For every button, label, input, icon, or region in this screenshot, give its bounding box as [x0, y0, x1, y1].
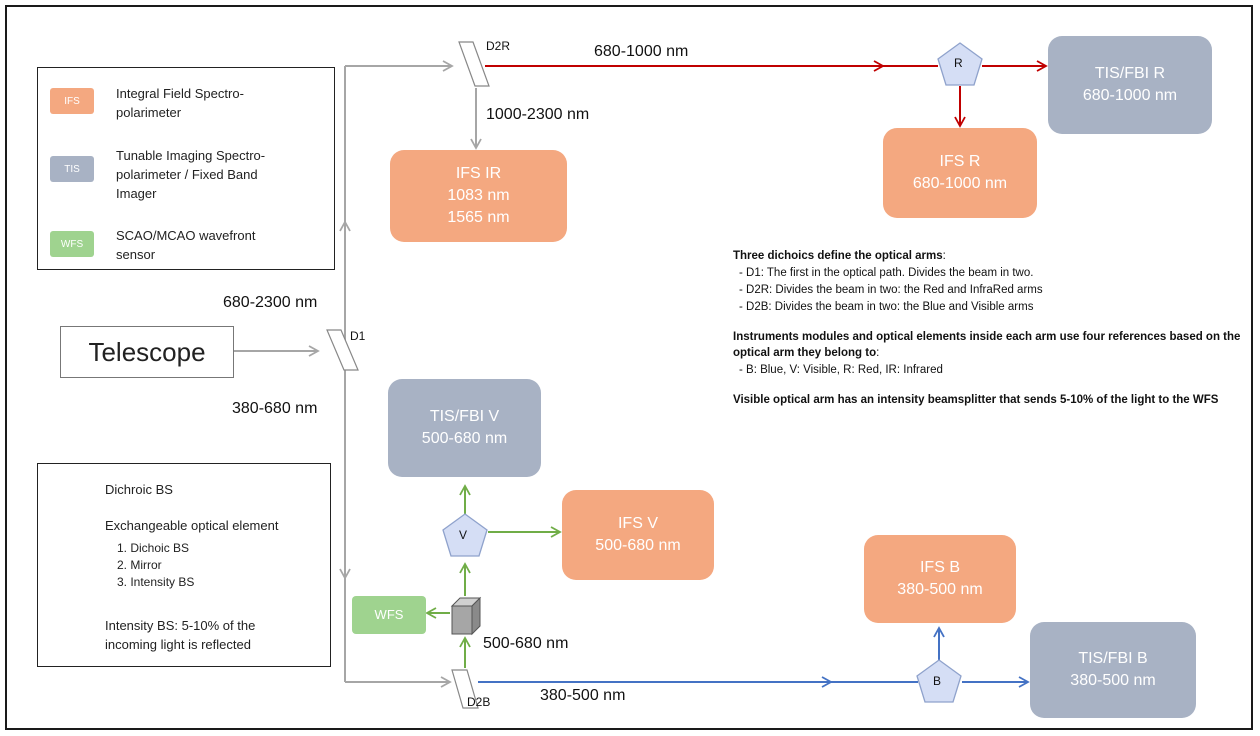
tis-r-name: TIS/FBI R	[1094, 65, 1166, 82]
legend-intensity-line2: incoming light is reflected	[105, 637, 251, 652]
ifs-ir-line1: 1083 nm	[447, 187, 510, 204]
legend-tis-line2: polarimeter / Fixed Band	[116, 167, 258, 182]
notes-item-d2b: - D2B: Divides the beam in two: the Blue…	[739, 301, 1034, 313]
red-beams	[485, 60, 1048, 128]
tis-v-box: TIS/FBI V 500-680 nm	[388, 379, 541, 477]
wfs-box: WFS	[352, 596, 426, 634]
d1-label: D1	[350, 329, 366, 343]
notes-item-d1: - D1: The first in the optical path. Div…	[739, 267, 1034, 279]
notes-item-d2r: - D2R: Divides the beam in two: the Red …	[739, 284, 1043, 296]
notes-item-refs: - B: Blue, V: Visible, R: Red, IR: Infra…	[739, 364, 943, 376]
legend-dichroic-text: Dichroic BS	[105, 482, 173, 497]
legend-option-1: 1. Dichoic BS	[117, 541, 190, 555]
notes-heading-1: Three dichoics define the optical arms	[733, 250, 943, 262]
dichroic-d2r	[458, 41, 490, 87]
notes-heading-2-suffix: :	[876, 347, 880, 359]
ifs-v-name: IFS V	[617, 515, 658, 532]
element-r-shape	[937, 42, 983, 86]
tis-r-range: 680-1000 nm	[1082, 87, 1178, 104]
ifs-b-box: IFS B 380-500 nm	[864, 535, 1016, 623]
legend-tis-text: Tunable Imaging Spectro- polarimeter / F…	[116, 146, 265, 203]
legend-options: 1. Dichoic BS 2. Mirror 3. Intensity BS	[117, 540, 194, 591]
diagram-frame	[5, 5, 1253, 730]
element-v-shape	[442, 513, 488, 557]
legend-ifs-line1: Integral Field Spectro-	[116, 86, 244, 101]
ifs-ir-line2: 1565 nm	[447, 209, 510, 226]
beam-label-680-2300: 680-2300 nm	[223, 294, 318, 311]
element-r-label: R	[954, 56, 963, 70]
legend-intensity-line1: Intensity BS: 5-10% of the	[105, 618, 256, 633]
ifs-v-range: 500-680 nm	[595, 537, 681, 554]
legend-elements	[37, 463, 331, 667]
ifs-b-range: 380-500 nm	[897, 581, 983, 598]
notes-heading-2: Instruments modules and optical elements…	[733, 331, 1241, 359]
tis-r-box: TIS/FBI R 680-1000 nm	[1048, 36, 1212, 134]
tis-v-name: TIS/FBI V	[429, 408, 500, 425]
legend-exchangeable-text: Exchangeable optical element	[105, 518, 279, 533]
legend-ifs-line2: polarimeter	[116, 105, 182, 120]
grey-beams	[232, 60, 482, 688]
ifs-b-name: IFS B	[919, 559, 960, 576]
ifs-r-range: 680-1000 nm	[912, 175, 1008, 192]
legend-wfs-line2: sensor	[116, 247, 156, 262]
d2b-label: D2B	[467, 695, 491, 709]
beam-label-visible: 500-680 nm	[483, 635, 569, 652]
intensity-bs-cube	[450, 596, 482, 636]
dichroic-d2b	[451, 669, 479, 709]
ifs-ir-name: IFS IR	[455, 165, 502, 182]
ifs-r-name: IFS R	[939, 153, 981, 170]
legend-wfs-line1: SCAO/MCAO wavefront	[116, 228, 256, 243]
legend-chip-wfs: WFS	[50, 231, 94, 257]
dichroic-d1	[326, 329, 359, 371]
element-b-label: B	[933, 674, 942, 688]
blue-beams	[478, 626, 1030, 688]
beam-label-ir: 1000-2300 nm	[486, 106, 590, 123]
notes-heading-1-suffix: :	[942, 250, 946, 262]
legend-intensity-text: Intensity BS: 5-10% of the incoming ligh…	[105, 616, 255, 654]
legend-ifs-text: Integral Field Spectro- polarimeter	[116, 84, 244, 122]
legend-option-3: 3. Intensity BS	[117, 575, 195, 589]
beam-label-380-680: 380-680 nm	[232, 400, 318, 417]
tis-b-range: 380-500 nm	[1070, 672, 1156, 689]
ifs-ir-box: IFS IR 1083 nm 1565 nm	[390, 150, 567, 242]
beam-label-red: 680-1000 nm	[594, 43, 689, 60]
notes-panel: Three dichoics define the optical arms: …	[733, 248, 1253, 408]
legend-option-2: 2. Mirror	[117, 558, 162, 572]
legend-tis-line3: Imager	[116, 186, 157, 201]
beam-label-blue: 380-500 nm	[540, 687, 626, 704]
legend-chip-ifs: IFS	[50, 88, 94, 114]
element-v-label: V	[459, 528, 468, 542]
ifs-r-box: IFS R 680-1000 nm	[883, 128, 1037, 218]
tis-b-name: TIS/FBI B	[1078, 650, 1148, 667]
notes-heading-3: Visible optical arm has an intensity bea…	[733, 394, 1219, 406]
legend-wfs-text: SCAO/MCAO wavefront sensor	[116, 226, 255, 264]
tis-v-range: 500-680 nm	[421, 430, 508, 447]
tis-b-box: TIS/FBI B 380-500 nm	[1030, 622, 1196, 718]
d2r-label: D2R	[486, 39, 511, 53]
ifs-v-box: IFS V 500-680 nm	[562, 490, 714, 580]
element-b-shape	[916, 659, 962, 703]
telescope-box: Telescope	[60, 326, 234, 378]
legend-tis-line1: Tunable Imaging Spectro-	[116, 148, 266, 163]
legend-chip-tis: TIS	[50, 156, 94, 182]
